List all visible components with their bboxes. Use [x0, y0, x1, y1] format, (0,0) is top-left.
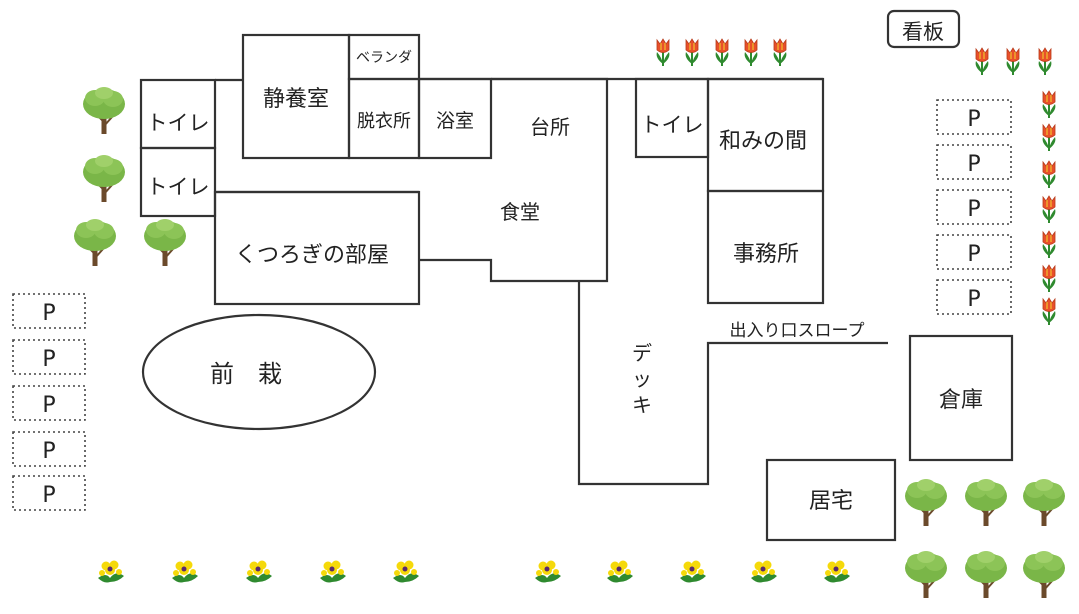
residence-label: 居宅: [809, 489, 853, 514]
front-garden-label: 前 栽: [210, 360, 282, 388]
rest-room-label: 静養室: [263, 87, 329, 112]
parking-space: P: [12, 475, 86, 511]
dressing-room-label: 脱衣所: [357, 111, 411, 132]
toilet-west-upper-label: トイレ: [147, 111, 210, 135]
tulip-icon: [743, 38, 759, 67]
pansy-icon: [824, 560, 850, 583]
storehouse-box: [908, 334, 1014, 462]
parking-label: P: [967, 107, 980, 132]
tulips: [655, 38, 1057, 326]
tulip-icon: [714, 38, 730, 67]
veranda-label: ベランダ: [356, 50, 412, 66]
parking-space: P: [12, 385, 86, 421]
tree-icon: [73, 218, 117, 267]
parking-label: P: [42, 301, 55, 326]
parking-space: P: [936, 279, 1012, 315]
room-labels: トイレ トイレ 静養室 ベランダ 脱衣所 浴室 台所 食堂 くつろぎの部屋 トイ…: [147, 20, 984, 514]
parking-label: P: [42, 347, 55, 372]
tree-icon: [964, 478, 1008, 527]
office-box: [706, 189, 825, 305]
tulip-icon: [1041, 160, 1057, 189]
pansy-icon: [680, 560, 706, 583]
toilet-west-lower-label: トイレ: [147, 175, 210, 199]
pansy-icon: [607, 560, 633, 583]
tulip-icon: [655, 38, 671, 67]
parking-label: P: [967, 152, 980, 177]
toilet-east-label: トイレ: [641, 113, 704, 137]
pansy-icon: [320, 560, 346, 583]
signboard-label: 看板: [902, 20, 944, 44]
deck-walls: [577, 281, 888, 486]
tulip-icon: [1041, 90, 1057, 119]
parking-west: P P P P P: [12, 293, 86, 511]
tree-icon: [143, 218, 187, 267]
tulip-icon: [1041, 297, 1057, 326]
tulip-icon: [772, 38, 788, 67]
building-walls: [139, 9, 1014, 542]
tulip-icon: [1041, 123, 1057, 152]
kitchen-dining-walls: [419, 77, 609, 283]
pansy-icon: [98, 560, 124, 583]
parking-label: P: [42, 483, 55, 508]
parking-label: P: [967, 242, 980, 267]
parking-space: P: [936, 144, 1012, 180]
signboard-box: [886, 9, 961, 49]
tree-icon: [1022, 550, 1066, 599]
parking-label: P: [42, 393, 55, 418]
pansies: [98, 560, 850, 583]
parking-space: P: [12, 293, 86, 329]
tulip-icon: [1037, 47, 1053, 76]
relax-room-box: [213, 190, 421, 306]
dining-hall-label: 食堂: [500, 200, 540, 224]
parking-space: P: [12, 431, 86, 467]
trees: [73, 86, 1066, 599]
tulip-icon: [974, 47, 990, 76]
parking-east: P P P P P: [936, 99, 1012, 315]
front-garden-ellipse: [141, 313, 377, 431]
residence-box: [765, 458, 897, 542]
deck-label: デッキ: [632, 341, 652, 417]
storehouse-label: 倉庫: [939, 388, 983, 413]
tulip-icon: [1005, 47, 1021, 76]
kitchen-label: 台所: [530, 115, 570, 139]
tree-icon: [964, 550, 1008, 599]
tree-icon: [904, 478, 948, 527]
toilet-west-lower-box: [139, 146, 217, 218]
tree-icon: [904, 550, 948, 599]
relax-room-label: くつろぎの部屋: [235, 243, 389, 268]
tulip-icon: [1041, 195, 1057, 224]
parking-label: P: [967, 287, 980, 312]
pansy-icon: [172, 560, 198, 583]
tulip-icon: [684, 38, 700, 67]
parking-label: P: [967, 197, 980, 222]
japanese-room-label: 和みの間: [719, 129, 807, 154]
parking-space: P: [936, 189, 1012, 225]
entrance-slope-label: 出入り口スロープ: [730, 321, 865, 341]
tulip-icon: [1041, 264, 1057, 293]
parking-space: P: [936, 99, 1012, 135]
pansy-icon: [246, 560, 272, 583]
tree-icon: [82, 154, 126, 203]
parking-space: P: [12, 339, 86, 375]
bathroom-label: 浴室: [436, 110, 474, 132]
pansy-icon: [535, 560, 561, 583]
office-label: 事務所: [733, 242, 799, 267]
parking-label: P: [42, 439, 55, 464]
tulip-icon: [1041, 230, 1057, 259]
parking-space: P: [936, 234, 1012, 270]
pansy-icon: [751, 560, 777, 583]
pansy-icon: [393, 560, 419, 583]
tree-icon: [1022, 478, 1066, 527]
tree-icon: [82, 86, 126, 135]
